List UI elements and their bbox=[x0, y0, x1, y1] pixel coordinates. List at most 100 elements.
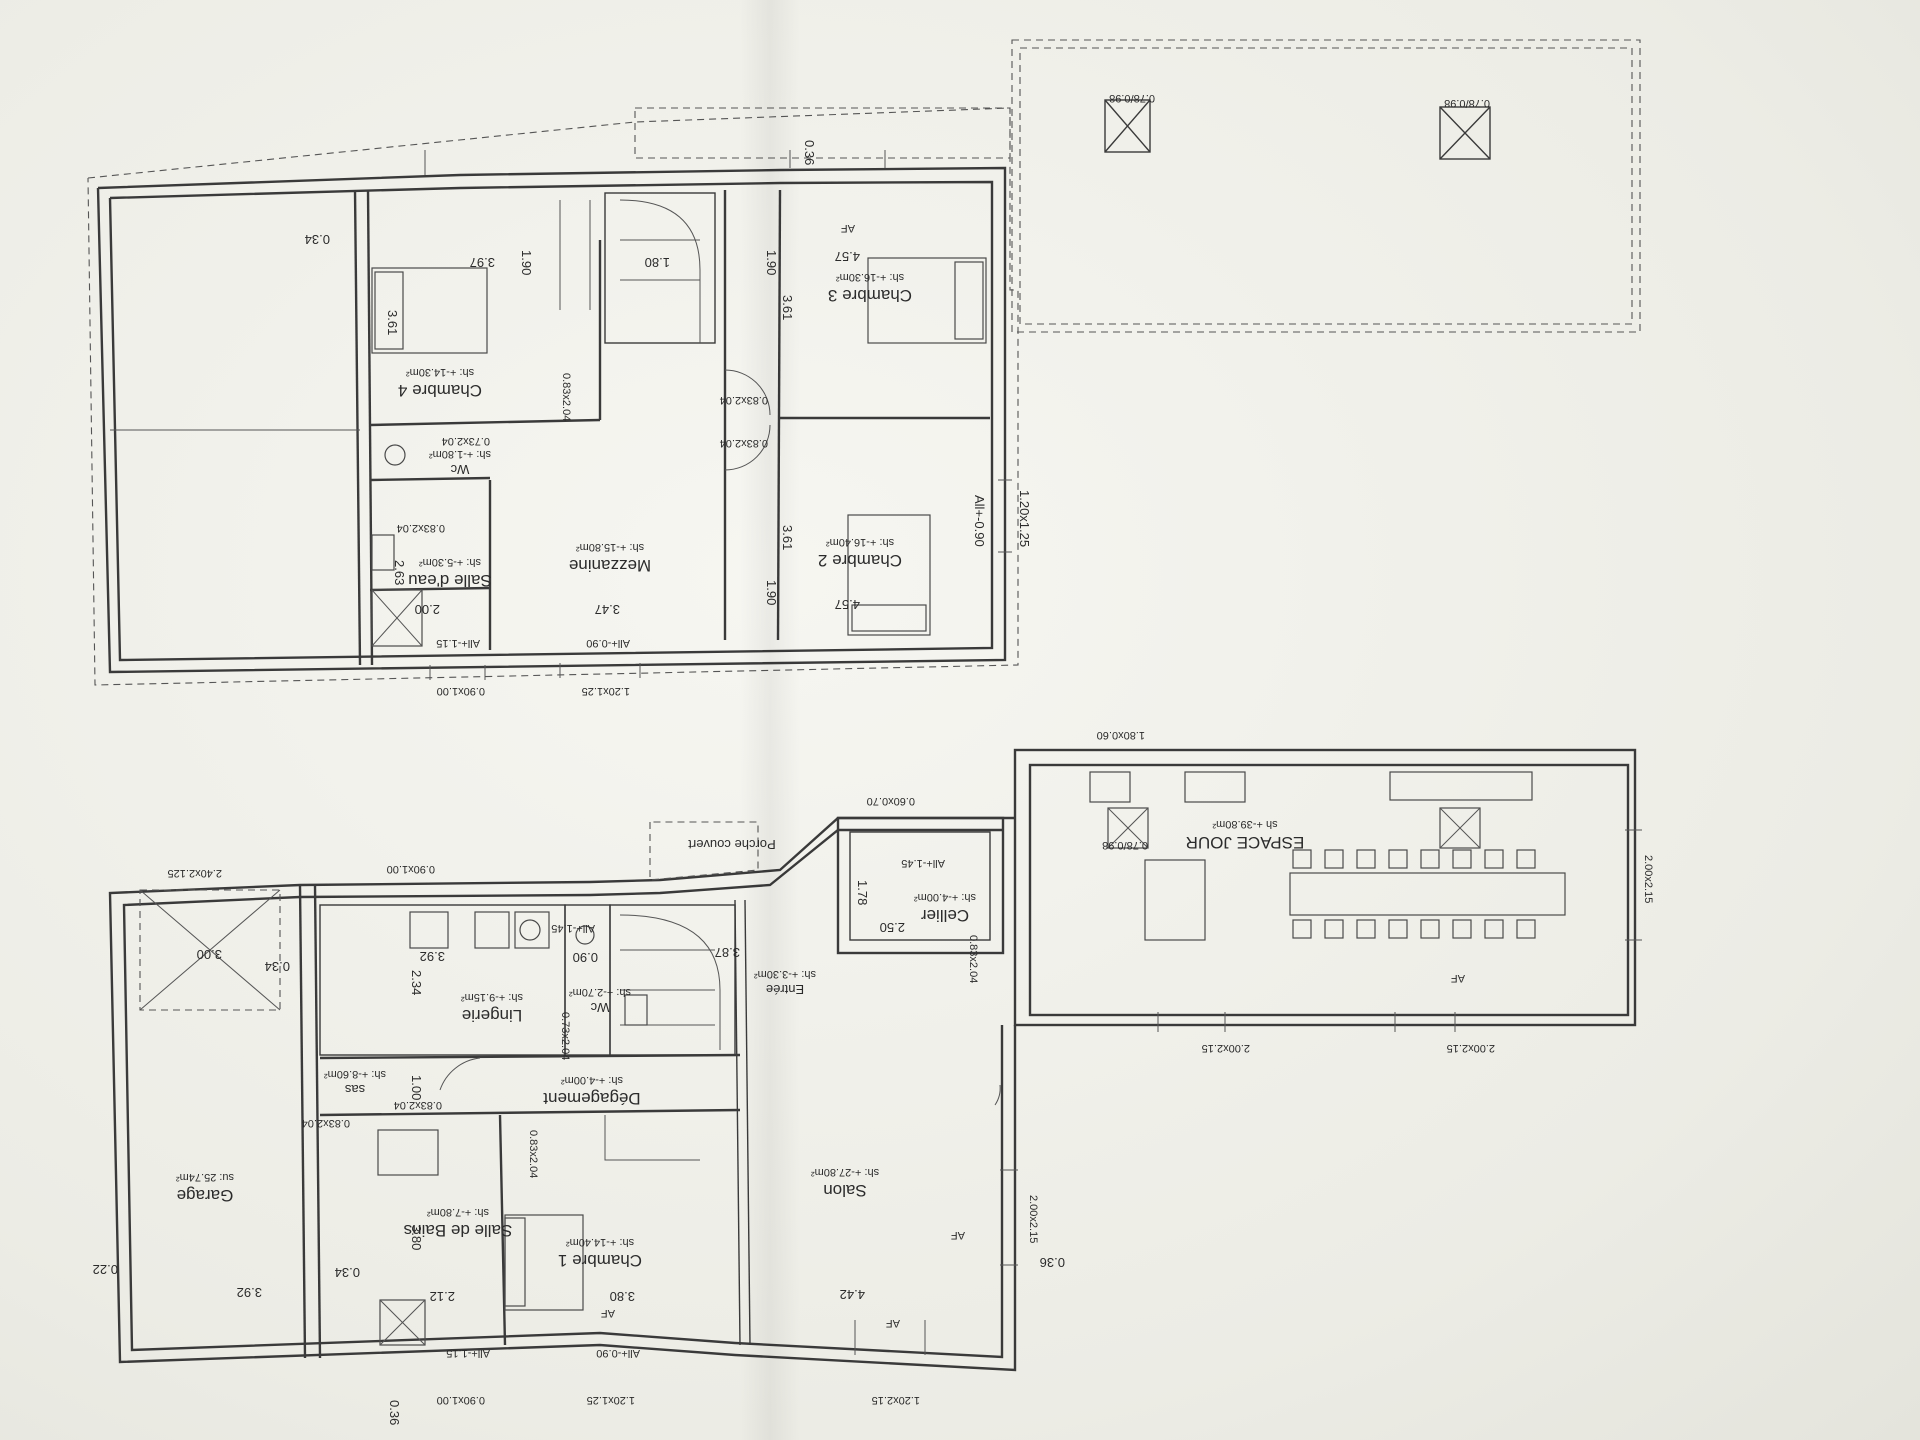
room-name: ESPACE JOUR bbox=[1186, 833, 1305, 852]
dim: 2.40x2.125 bbox=[168, 867, 222, 879]
dim: All+-0.90 bbox=[972, 495, 987, 547]
room-area: sh: +-1.80m² bbox=[429, 448, 491, 460]
dim: 3.92 bbox=[237, 1285, 262, 1300]
opening: AF bbox=[841, 222, 855, 234]
dim: 3.80 bbox=[409, 1225, 424, 1250]
dim: 0.34 bbox=[335, 1265, 360, 1280]
room-name: Garage bbox=[177, 1186, 234, 1205]
room-area: sh: +-16.40m² bbox=[826, 536, 895, 548]
dim: 3.97 bbox=[470, 255, 495, 270]
ground-room-cellier: Cellier sh: +-4.00m² bbox=[914, 891, 976, 925]
opening: 0.78/0.98 bbox=[1444, 97, 1490, 109]
dim: 1.20x1.25 bbox=[587, 1394, 635, 1406]
dim: 2.00x2.15 bbox=[1447, 1042, 1495, 1054]
room-name: Wc bbox=[450, 462, 469, 477]
dim: 1.80x0.60 bbox=[1097, 729, 1145, 741]
dim: 0.90 bbox=[573, 950, 598, 965]
ground-room-garage: Garage su: 25.74m² bbox=[176, 1171, 234, 1205]
room-name: Salle d'eau bbox=[408, 571, 492, 590]
dim: 0.22 bbox=[93, 1262, 118, 1277]
room-area: su: 25.74m² bbox=[176, 1171, 234, 1183]
dim: 3.61 bbox=[385, 310, 400, 335]
dim: 1.00 bbox=[409, 1075, 424, 1100]
dim: 0.34 bbox=[305, 232, 330, 247]
dim: 0.90x1.00 bbox=[387, 863, 435, 875]
dim: 1.20x1.25 bbox=[582, 685, 630, 697]
opening: 0.83x2.04 bbox=[527, 1130, 539, 1178]
ground-room-degagement: Dégagement sh: +-4.00m² bbox=[543, 1074, 641, 1108]
room-name: Cellier bbox=[921, 906, 970, 925]
ground-dimensions: 1.80x0.60 0.60x0.70 0.90x1.00 2.40x2.125… bbox=[93, 729, 1654, 1425]
opening: 0.73x2.04 bbox=[442, 435, 490, 447]
room-area: sh: +-4.00m² bbox=[561, 1074, 623, 1086]
dim: All+-0.90 bbox=[586, 637, 630, 649]
upper-room-wc: Wc sh: +-1.80m² bbox=[429, 448, 491, 477]
dim: 1.20x1.25 bbox=[1017, 490, 1032, 547]
room-name: Mezzanine bbox=[569, 556, 651, 575]
room-name: Porche couvert bbox=[688, 837, 776, 852]
dim: 4.57 bbox=[835, 597, 860, 612]
room-area: sh: +-4.00m² bbox=[914, 891, 976, 903]
dim: 1.80 bbox=[645, 255, 670, 270]
dim: 3.92 bbox=[420, 949, 445, 964]
dim: 1.90 bbox=[764, 250, 779, 275]
ground-openings: 0.83x2.04 0.83x2.04 0.73x2.04 0.83x2.04 … bbox=[302, 935, 1465, 1329]
room-name: sas bbox=[344, 1082, 365, 1097]
room-name: Chambre 3 bbox=[828, 286, 912, 305]
opening: 0.83x2.04 bbox=[720, 394, 768, 406]
opening: 0.83x2.04 bbox=[967, 935, 979, 983]
opening: 0.83x2.04 bbox=[560, 373, 572, 421]
dim: 2.34 bbox=[409, 970, 424, 995]
opening: 0.83x2.04 bbox=[397, 522, 445, 534]
dim: 3.87 bbox=[715, 945, 740, 960]
room-name: Dégagement bbox=[543, 1089, 641, 1108]
room-area: sh +-39.80m² bbox=[1212, 818, 1277, 830]
dim: 0.90x1.00 bbox=[437, 685, 485, 697]
dim: 2.00x2.15 bbox=[1642, 855, 1654, 903]
dim: All+-1.45 bbox=[901, 857, 945, 869]
dim: All+-0.90 bbox=[596, 1347, 640, 1359]
room-area: sh: +-2.70m² bbox=[569, 986, 631, 998]
opening: AF bbox=[951, 1229, 965, 1241]
ground-room-lingerie: Lingerie sh: +-9.15m² bbox=[461, 991, 523, 1025]
room-area: sh: +-15.80m² bbox=[576, 541, 645, 553]
dim: 2.00x2.15 bbox=[1027, 1195, 1039, 1243]
ground-room-espace-jour: ESPACE JOUR sh +-39.80m² bbox=[1186, 818, 1305, 852]
room-area: sh: +-3.30m² bbox=[754, 968, 816, 980]
ground-room-sas: sas sh: +-8.60m² bbox=[324, 1068, 386, 1097]
dim: 0.36 bbox=[1040, 1255, 1065, 1270]
ground-room-wc: Wc sh: +-2.70m² bbox=[569, 986, 631, 1015]
dim: 0.36 bbox=[802, 140, 817, 165]
dim: All+-1.15 bbox=[446, 1347, 490, 1359]
room-name: Salon bbox=[823, 1181, 866, 1200]
dim: 0.60x0.70 bbox=[867, 795, 915, 807]
dim: 1.90 bbox=[519, 250, 534, 275]
dim: All+-1.15 bbox=[436, 637, 480, 649]
dim: 0.90x1.00 bbox=[437, 1394, 485, 1406]
dim: 2.63 bbox=[392, 560, 407, 585]
opening: 0.73x2.04 bbox=[559, 1012, 571, 1060]
dim: 3.00 bbox=[197, 947, 222, 962]
dim: 3.47 bbox=[595, 602, 620, 617]
dim: 0.34 bbox=[265, 959, 290, 974]
opening: 0.83x2.04 bbox=[394, 1099, 442, 1111]
dim: 2.12 bbox=[430, 1289, 455, 1304]
room-name: Entrée bbox=[766, 982, 804, 997]
room-area: sh: +-16.30m² bbox=[836, 271, 905, 283]
upper-room-chambre-3: Chambre 3 sh: +-16.30m² bbox=[828, 271, 912, 305]
opening: 0.78/0.98 bbox=[1109, 92, 1155, 104]
room-name: Wc bbox=[590, 1000, 609, 1015]
room-area: sh: +-27.80m² bbox=[811, 1166, 880, 1178]
ground-room-salon: Salon sh: +-27.80m² bbox=[811, 1166, 880, 1200]
upper-openings: 0.83x2.04 0.83x2.04 0.83x2.04 0.73x2.04 … bbox=[397, 92, 1490, 534]
room-area: sh: +-5.30m² bbox=[419, 556, 481, 568]
room-name: Lingerie bbox=[462, 1006, 523, 1025]
upper-dimensions: 0.36 0.34 3.97 1.90 1.80 1.90 4.57 3.61 … bbox=[305, 140, 1032, 697]
dim: 0.36 bbox=[387, 1400, 402, 1425]
ground-room-chambre-1: Chambre 1 sh: +-14.40m² bbox=[558, 1236, 642, 1270]
dim: 2.50 bbox=[880, 920, 905, 935]
room-area: sh: +-14.30m² bbox=[406, 366, 475, 378]
dim: 3.61 bbox=[780, 295, 795, 320]
